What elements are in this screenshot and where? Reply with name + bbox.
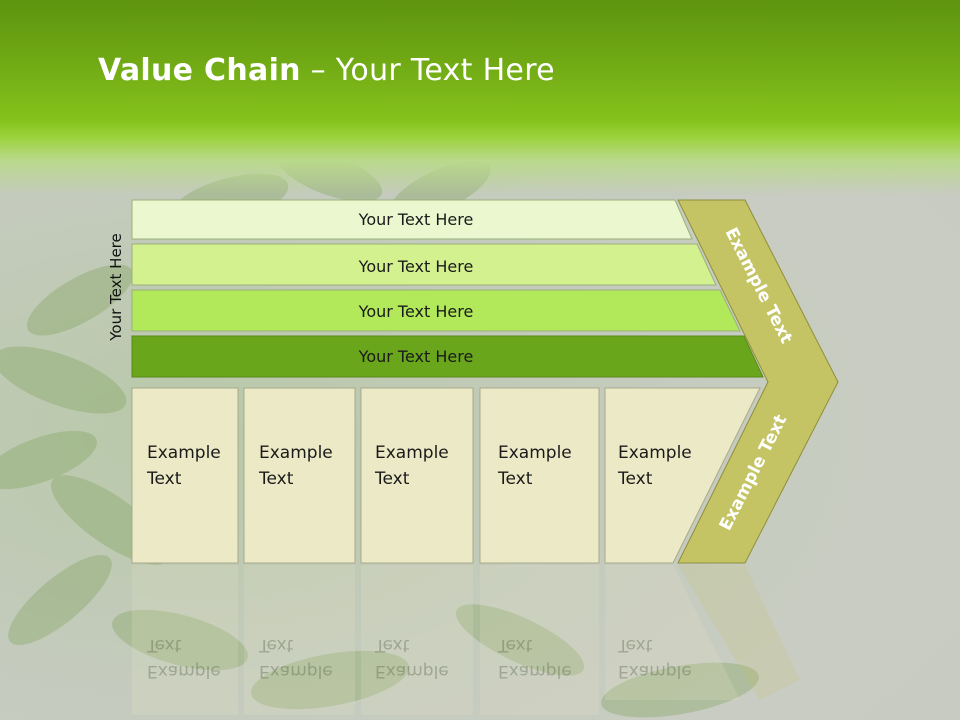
- column-3-reflection-line2: Text: [375, 635, 410, 655]
- column-2-reflection-line2: Text: [259, 635, 294, 655]
- reflection-shape: [678, 565, 800, 700]
- column-4-line2: Text: [498, 469, 533, 489]
- column-2-line2: Text: [259, 469, 294, 489]
- title-rest: – Your Text Here: [300, 53, 555, 88]
- column-5-reflection-line1: Example: [618, 661, 692, 681]
- column-1-reflection-line2: Text: [147, 635, 182, 655]
- column-5-line1: Example: [618, 443, 692, 463]
- reflection-shape: [244, 565, 355, 715]
- diagram-reflection: [132, 565, 800, 715]
- reflection-shape: [361, 565, 473, 715]
- column-5-reflection-line2: Text: [618, 635, 653, 655]
- column-5-line2: Text: [618, 469, 653, 489]
- column-2-reflection-line1: Example: [259, 661, 333, 681]
- column-3-reflection: Example Text: [375, 632, 449, 684]
- reflection-shape: [132, 565, 238, 715]
- bar-1-label: Your Text Here: [358, 210, 474, 229]
- column-3-reflection-line1: Example: [375, 661, 449, 681]
- bar-1: [131, 199, 693, 240]
- bar-2-label: Your Text Here: [358, 257, 474, 276]
- column-3-line1: Example: [375, 443, 449, 463]
- column-1: [131, 387, 239, 564]
- column-2: [243, 387, 356, 564]
- column-1-reflection-line1: Example: [147, 661, 221, 681]
- bar-4: [131, 335, 764, 378]
- column-1-line1: Example: [147, 443, 221, 463]
- bar-3-label: Your Text Here: [358, 302, 474, 321]
- header-band: [0, 0, 960, 195]
- column-4-line1: Example: [498, 443, 572, 463]
- column-4-reflection: Example Text: [498, 632, 572, 684]
- title-bold: Value Chain: [98, 53, 301, 88]
- column-4: [479, 387, 600, 564]
- column-1-line2: Text: [147, 469, 182, 489]
- bar-2: [131, 243, 717, 286]
- column-3-line2: Text: [375, 469, 410, 489]
- column-3: [360, 387, 474, 564]
- reflection-shape: [480, 565, 599, 715]
- slide-title: Value Chain – Your Text Here: [98, 53, 555, 88]
- column-2-reflection: Example Text: [259, 632, 333, 684]
- chevron-arrow: [677, 199, 839, 564]
- bar-4-label: Your Text Here: [358, 347, 474, 366]
- column-5-reflection: Example Text: [618, 632, 692, 684]
- bar-3: [131, 289, 741, 332]
- reflection-shape: [605, 565, 740, 700]
- column-5: [604, 387, 761, 564]
- column-4-reflection-line2: Text: [498, 635, 533, 655]
- column-2-line1: Example: [259, 443, 333, 463]
- column-4-reflection-line1: Example: [498, 661, 572, 681]
- column-1-reflection: Example Text: [147, 632, 221, 684]
